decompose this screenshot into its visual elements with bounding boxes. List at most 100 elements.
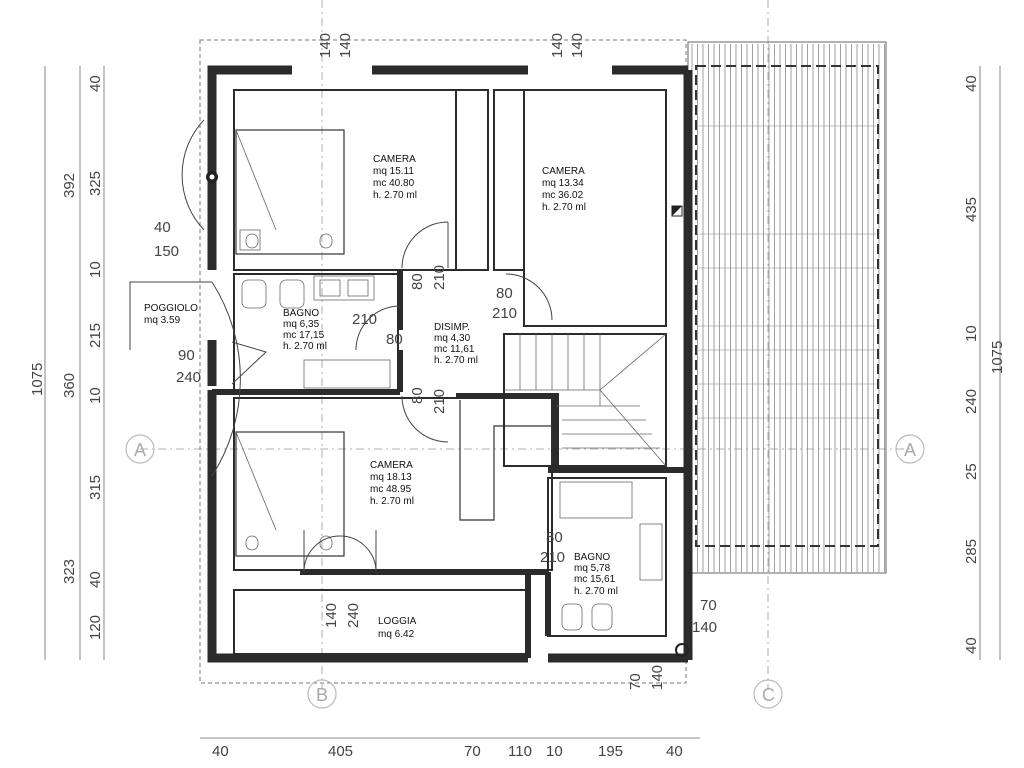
door-arcs — [129, 119, 689, 657]
svg-text:315: 315 — [87, 475, 104, 500]
bagno2-fixtures — [559, 481, 663, 631]
svg-text:80: 80 — [409, 387, 426, 404]
dims-left: 40 392 1075 325 10 215 360 10 315 323 40… — [29, 66, 201, 660]
svg-text:80: 80 — [496, 285, 513, 302]
svg-text:150: 150 — [154, 243, 179, 260]
svg-text:323: 323 — [61, 559, 78, 584]
svg-text:80: 80 — [546, 529, 563, 546]
svg-text:80: 80 — [409, 273, 426, 290]
room-name: CAMERA — [370, 460, 413, 471]
room-poggiolo: POGGIOLO mq 3.59 — [144, 303, 198, 326]
axis-marker-b: B — [307, 679, 337, 709]
staircase — [504, 333, 667, 467]
svg-text:C: C — [762, 685, 775, 705]
room-loggia: LOGGIA mq 6.42 — [378, 616, 417, 640]
svg-text:392: 392 — [61, 173, 78, 198]
room-bagno-1: BAGNO mq 6,35 mc 17,15 h. 2.70 ml — [283, 308, 327, 352]
svg-text:10: 10 — [87, 261, 104, 278]
svg-text:210: 210 — [431, 265, 448, 290]
bagno1-fixtures — [241, 275, 391, 389]
axis-marker-a-right: A — [895, 434, 925, 464]
svg-text:360: 360 — [61, 373, 78, 398]
svg-text:40: 40 — [87, 75, 104, 92]
svg-text:405: 405 — [328, 743, 353, 760]
svg-text:240: 240 — [345, 603, 362, 628]
svg-text:80: 80 — [386, 331, 403, 348]
room-disimp: DISIMP. mq 4,30 mc 11,61 h. 2.70 ml — [434, 322, 478, 366]
room-name: DISIMP. — [434, 322, 470, 333]
room-camera-1: CAMERA mq 15.11 mc 40.80 h. 2.70 ml — [373, 154, 417, 201]
room-height: h. 2.70 ml — [373, 190, 417, 201]
room-name: CAMERA — [542, 166, 585, 177]
svg-text:40: 40 — [212, 743, 229, 760]
svg-text:285: 285 — [963, 539, 980, 564]
svg-text:325: 325 — [87, 171, 104, 196]
svg-text:70: 70 — [700, 597, 717, 614]
svg-text:1075: 1075 — [989, 341, 1006, 374]
svg-text:240: 240 — [176, 369, 201, 386]
svg-text:A: A — [904, 440, 916, 460]
svg-text:140: 140 — [569, 33, 586, 58]
room-name: BAGNO — [574, 552, 610, 563]
room-height: h. 2.70 ml — [542, 202, 586, 213]
svg-text:1075: 1075 — [29, 363, 46, 396]
svg-text:90: 90 — [178, 347, 195, 364]
svg-text:210: 210 — [352, 311, 377, 328]
svg-text:140: 140 — [692, 619, 717, 636]
svg-text:195: 195 — [598, 743, 623, 760]
svg-text:210: 210 — [431, 389, 448, 414]
axis-marker-a-left: A — [125, 434, 155, 464]
svg-text:435: 435 — [963, 197, 980, 222]
room-height: h. 2.70 ml — [283, 341, 327, 352]
svg-text:140: 140 — [549, 33, 566, 58]
svg-text:40: 40 — [666, 743, 683, 760]
svg-text:215: 215 — [87, 323, 104, 348]
svg-text:10: 10 — [546, 743, 563, 760]
exterior-walls — [207, 65, 693, 663]
room-name: CAMERA — [373, 154, 416, 165]
svg-text:120: 120 — [87, 615, 104, 640]
svg-text:240: 240 — [963, 389, 980, 414]
svg-text:70: 70 — [627, 673, 644, 690]
room-volume: mc 17,15 — [283, 330, 325, 341]
room-volume: mc 11,61 — [434, 344, 475, 355]
room-area: mq 6.42 — [378, 629, 415, 640]
room-name: LOGGIA — [378, 616, 417, 627]
interior-walls — [212, 89, 688, 658]
room-volume: mc 36.02 — [542, 190, 584, 201]
room-camera-2: CAMERA mq 13.34 mc 36.02 h. 2.70 ml — [542, 166, 586, 213]
room-height: h. 2.70 ml — [434, 355, 478, 366]
svg-text:10: 10 — [87, 387, 104, 404]
svg-text:A: A — [134, 440, 146, 460]
axis-marker-c: C — [753, 679, 783, 709]
svg-text:70: 70 — [464, 743, 481, 760]
room-area: mq 3.59 — [144, 315, 181, 326]
svg-text:210: 210 — [492, 305, 517, 322]
svg-text:110: 110 — [508, 743, 532, 760]
door-dimensions: 80 210 80 210 210 80 80 210 80 210 140 2… — [323, 265, 717, 690]
dims-bottom: 40 405 70 110 10 195 40 — [200, 737, 700, 760]
room-name: POGGIOLO — [144, 303, 198, 314]
svg-text:140: 140 — [649, 665, 666, 690]
svg-text:B: B — [316, 685, 328, 705]
bed-camera1 — [235, 129, 345, 255]
svg-text:40: 40 — [87, 571, 104, 588]
bed-camera3 — [235, 431, 345, 557]
svg-text:25: 25 — [963, 463, 980, 480]
svg-text:40: 40 — [154, 219, 171, 236]
room-camera-3: CAMERA mq 18.13 mc 48.95 h. 2.70 ml — [370, 460, 414, 507]
svg-text:140: 140 — [337, 33, 354, 58]
svg-text:210: 210 — [540, 549, 565, 566]
room-height: h. 2.70 ml — [370, 496, 414, 507]
terrace-hatching — [687, 41, 887, 574]
room-volume: mc 48.95 — [370, 484, 412, 495]
svg-text:10: 10 — [963, 325, 980, 342]
room-height: h. 2.70 ml — [574, 586, 618, 597]
dims-right: 40 435 10 240 25 285 40 1075 — [963, 66, 1006, 660]
room-area: mq 13.34 — [542, 178, 584, 189]
svg-text:40: 40 — [963, 637, 980, 654]
room-volume: mc 15,61 — [574, 574, 616, 585]
room-area: mq 5,78 — [574, 563, 611, 574]
room-area: mq 15.11 — [373, 166, 414, 177]
